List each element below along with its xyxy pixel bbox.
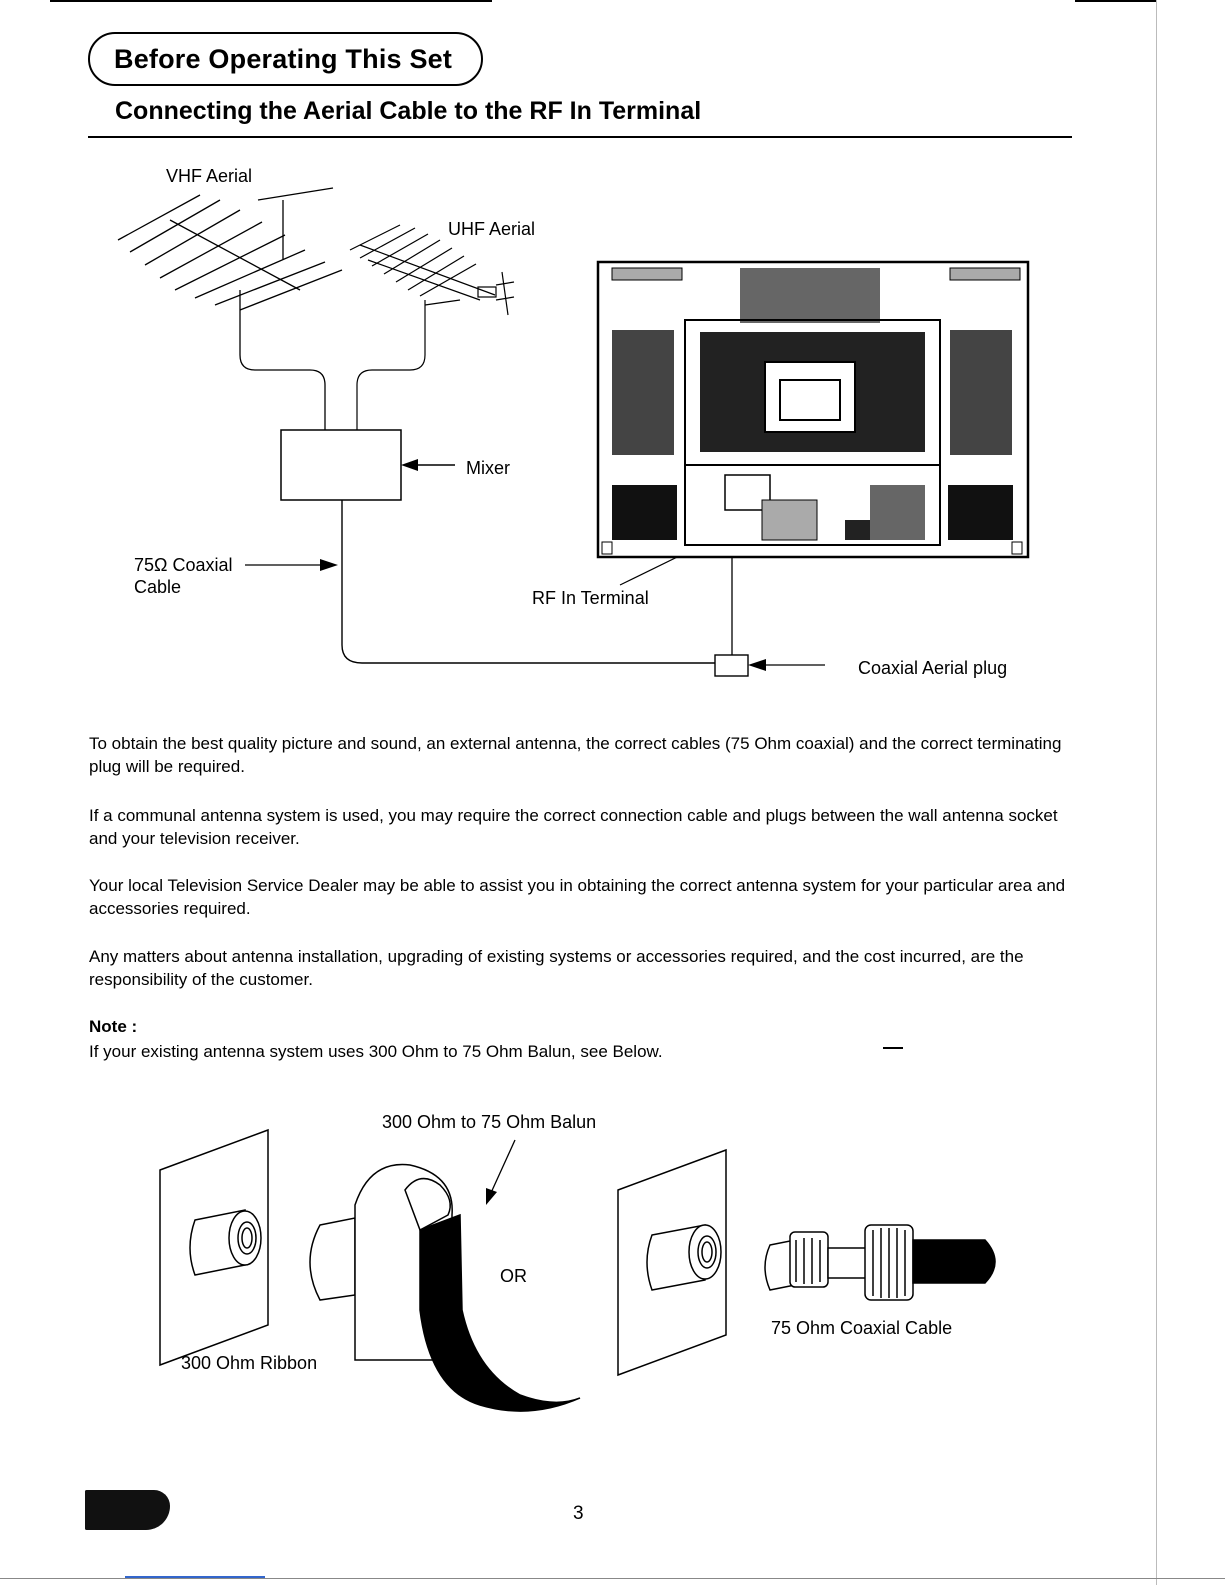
wall-plate-right bbox=[617, 1148, 727, 1377]
section-title: Before Operating This Set bbox=[114, 44, 453, 74]
corner-smudge bbox=[85, 1490, 170, 1530]
top-rule-right bbox=[1075, 0, 1157, 2]
cable-label-line1: 75Ω Coaxial bbox=[134, 555, 233, 575]
coax-cable-label: 75 Ohm Coaxial Cable bbox=[771, 1318, 953, 1338]
paragraph-3: Your local Television Service Dealer may… bbox=[89, 876, 1066, 918]
vhf-aerial-label: VHF Aerial bbox=[166, 166, 253, 186]
mixer-box bbox=[280, 429, 402, 501]
wall-plate-left bbox=[159, 1128, 269, 1367]
vhf-aerial-drawing bbox=[117, 187, 343, 430]
section-title-pill: Before Operating This Set bbox=[88, 32, 483, 86]
coaxial-aerial-plug-label: Coaxial Aerial plug bbox=[858, 658, 1008, 678]
ribbon-label: 300 Ohm Ribbon bbox=[181, 1353, 318, 1373]
paragraph-1: To obtain the best quality picture and s… bbox=[89, 734, 1062, 776]
page-edge bbox=[1156, 0, 1157, 1585]
cable-label-line2: Cable bbox=[134, 577, 182, 597]
coaxial-cable-line bbox=[341, 500, 715, 664]
uhf-aerial-label: UHF Aerial bbox=[448, 219, 536, 239]
bottom-mark bbox=[125, 1576, 265, 1578]
note-text: If your existing antenna system uses 300… bbox=[89, 1042, 663, 1061]
note-title: Note : bbox=[89, 1017, 138, 1036]
dash-mark bbox=[883, 1047, 903, 1049]
balun-adapter bbox=[309, 1163, 581, 1412]
balun-label: 300 Ohm to 75 Ohm Balun bbox=[382, 1112, 597, 1132]
page-number: 3 bbox=[573, 1503, 584, 1524]
page-heading: Connecting the Aerial Cable to the RF In… bbox=[115, 97, 702, 125]
coaxial-plug-drawing bbox=[764, 1224, 996, 1301]
paragraph-4: Any matters about antenna installation, … bbox=[89, 947, 1024, 989]
uhf-aerial-drawing bbox=[349, 224, 515, 430]
bottom-edge bbox=[0, 1578, 1225, 1579]
paragraph-2: If a communal antenna system is used, yo… bbox=[89, 806, 1058, 848]
top-rule bbox=[50, 0, 492, 2]
rf-in-terminal-label: RF In Terminal bbox=[532, 588, 649, 608]
heading-rule bbox=[88, 136, 1072, 138]
or-label: OR bbox=[500, 1266, 527, 1286]
tv-rear-panel bbox=[596, 260, 1030, 559]
mixer-label: Mixer bbox=[466, 458, 510, 478]
